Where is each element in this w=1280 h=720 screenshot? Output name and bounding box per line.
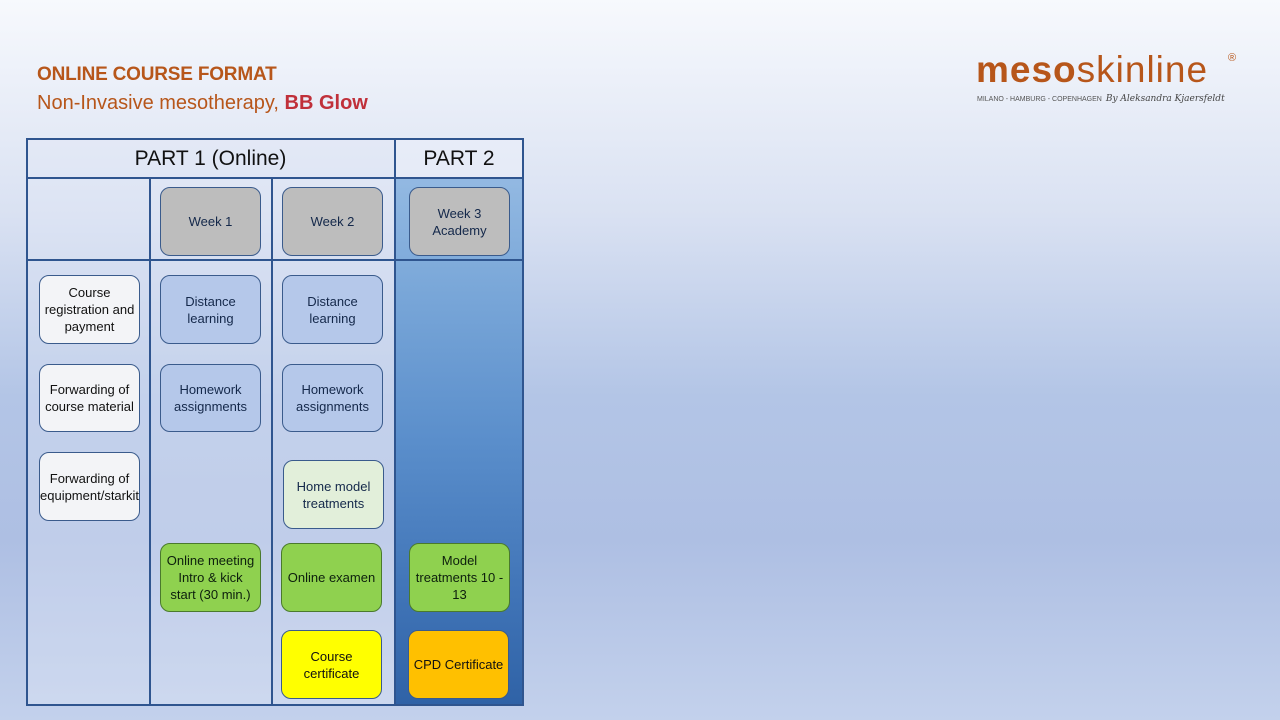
grid-header-line	[26, 177, 524, 179]
part2-header-background	[395, 139, 523, 178]
forward-material-box: Forwarding of course material	[39, 364, 140, 432]
grid-right-line	[522, 138, 524, 706]
w2-distance-learning-box: Distance learning	[282, 275, 383, 344]
w2-online-exam-box: Online examen	[281, 543, 382, 612]
slide-subtitle: Non-Invasive mesotherapy, BB Glow	[37, 92, 368, 115]
part1-header: PART 1 (Online)	[134, 146, 287, 170]
brand-logo: mesoskinline ® MILANO - HAMBURG - COPENH…	[976, 50, 1246, 110]
slide-title: ONLINE COURSE FORMAT	[37, 64, 277, 85]
forward-equipment-box: Forwarding of equipment/starkit	[39, 452, 140, 521]
logo-cities: MILANO - HAMBURG - COPENHAGEN	[977, 96, 1102, 103]
logo-word-bold: meso	[976, 49, 1077, 90]
w2-homework-box: Homework assignments	[282, 364, 383, 432]
week2-box: Week 2	[282, 187, 383, 256]
w3-model-treatments-box: Model treatments 10 - 13	[409, 543, 510, 612]
grid-part-divider	[394, 138, 396, 706]
logo-registered-mark: ®	[1228, 52, 1237, 64]
logo-signature: By Aleksandra Kjaersfeldt	[1105, 94, 1225, 104]
registration-box: Course registration and payment	[39, 275, 140, 344]
logo-wordmark: mesoskinline	[976, 50, 1208, 90]
grid-top-line	[26, 138, 524, 140]
w2-course-certificate-box: Course certificate	[281, 630, 382, 699]
w2-home-model-box: Home model treatments	[283, 460, 384, 529]
grid-bottom-line	[26, 704, 524, 706]
grid-col1-line	[149, 177, 151, 706]
w1-online-meeting-box: Online meeting Intro & kick start (30 mi…	[160, 543, 261, 612]
grid-left-line	[26, 138, 28, 706]
w3-cpd-certificate-box: CPD Certificate	[408, 630, 509, 699]
w1-distance-learning-box: Distance learning	[160, 275, 261, 344]
logo-word-light: skinline	[1076, 49, 1209, 90]
subtitle-highlight: BB Glow	[284, 92, 368, 114]
part2-header: PART 2	[423, 146, 495, 170]
week3-box: Week 3 Academy	[409, 187, 510, 256]
subtitle-text: Non-Invasive mesotherapy,	[37, 92, 285, 114]
grid-week-line	[26, 259, 524, 261]
w1-homework-box: Homework assignments	[160, 364, 261, 432]
part2-column	[395, 178, 523, 706]
week1-box: Week 1	[160, 187, 261, 256]
grid-col2-line	[271, 177, 273, 706]
